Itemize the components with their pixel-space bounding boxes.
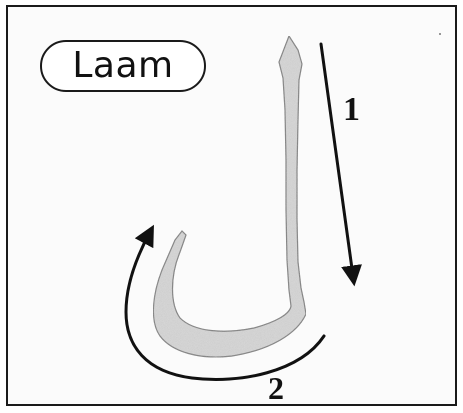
stroke-number-1: 1: [343, 93, 360, 127]
speck: [439, 33, 441, 35]
stroke-number-2: 2: [268, 372, 284, 404]
stroke-1-arrow: [321, 44, 353, 276]
letter-name-label: Laam: [40, 40, 206, 92]
